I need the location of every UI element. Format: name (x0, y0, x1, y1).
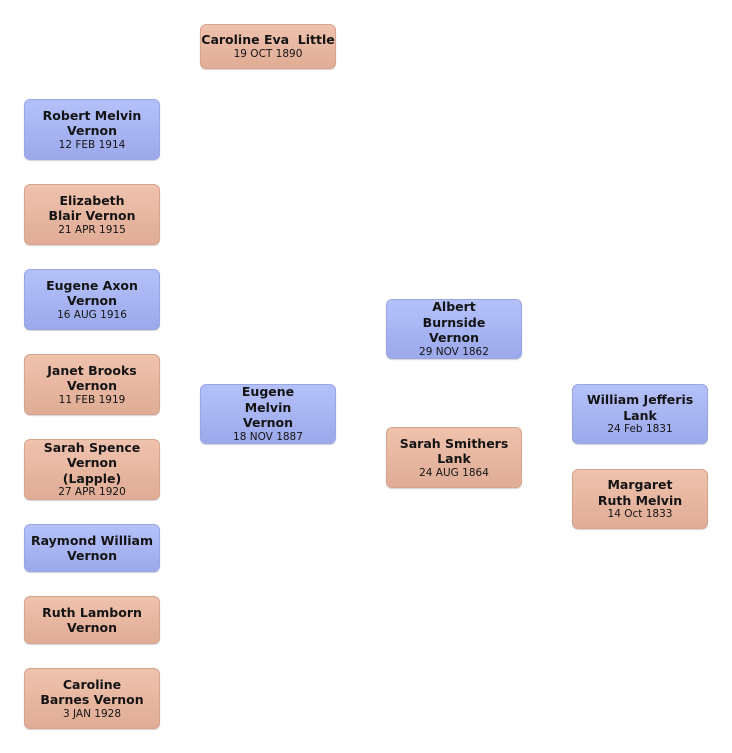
person-name: Ruth Lamborn Vernon (42, 604, 147, 636)
person-name: Margaret Ruth Melvin (597, 477, 683, 508)
person-card-sarah-lank[interactable]: Sarah Smithers Lank 24 AUG 1864 (386, 427, 522, 488)
person-card-ruth-vernon[interactable]: Ruth Lamborn Vernon (24, 596, 160, 644)
person-card-albert-vernon[interactable]: Albert Burnside Vernon 29 NOV 1862 (386, 299, 522, 359)
person-name: William Jefferis Lank (586, 392, 698, 423)
person-date: 21 APR 1915 (58, 223, 126, 236)
person-name: Raymond William Vernon (30, 532, 158, 564)
person-date: 29 NOV 1862 (419, 345, 489, 358)
person-card-elizabeth-vernon[interactable]: Elizabeth Blair Vernon 21 APR 1915 (24, 184, 160, 245)
person-name: Eugene Melvin Vernon (241, 384, 299, 431)
person-name: Caroline Barnes Vernon (40, 676, 144, 708)
person-name: Sarah Smithers Lank (399, 435, 513, 467)
person-date: 16 AUG 1916 (57, 308, 127, 321)
person-date: 11 FEB 1919 (58, 393, 126, 406)
person-card-eugene-melvin-vernon[interactable]: Eugene Melvin Vernon 18 NOV 1887 (200, 384, 336, 444)
person-date: 14 Oct 1833 (607, 508, 673, 520)
person-name: Janet Brooks Vernon (47, 362, 142, 394)
person-card-sarah-vernon[interactable]: Sarah Spence Vernon (Lapple) 27 APR 1920 (24, 439, 160, 500)
person-name: Sarah Spence Vernon (Lapple) (43, 439, 145, 486)
person-card-caroline-little[interactable]: Caroline Eva Little 19 OCT 1890 (200, 24, 336, 69)
person-card-raymond-vernon[interactable]: Raymond William Vernon (24, 524, 160, 572)
person-card-caroline-vernon[interactable]: Caroline Barnes Vernon 3 JAN 1928 (24, 668, 160, 729)
person-date: 12 FEB 1914 (58, 138, 126, 151)
person-date: 24 Feb 1831 (607, 423, 673, 435)
person-card-janet-vernon[interactable]: Janet Brooks Vernon 11 FEB 1919 (24, 354, 160, 415)
person-date: 18 NOV 1887 (233, 430, 303, 443)
person-name: Albert Burnside Vernon (422, 299, 490, 346)
person-date: 27 APR 1920 (58, 486, 126, 499)
person-date: 3 JAN 1928 (62, 707, 122, 720)
person-date: 24 AUG 1864 (419, 466, 489, 479)
person-card-william-lank[interactable]: William Jefferis Lank 24 Feb 1831 (572, 384, 708, 444)
person-name: Robert Melvin Vernon (42, 107, 146, 139)
person-card-eugene-axon-vernon[interactable]: Eugene Axon Vernon 16 AUG 1916 (24, 269, 160, 330)
person-name: Eugene Axon Vernon (46, 277, 143, 309)
person-name: Elizabeth Blair Vernon (48, 192, 136, 224)
person-name: Caroline Eva Little (201, 32, 335, 48)
person-card-margaret-melvin[interactable]: Margaret Ruth Melvin 14 Oct 1833 (572, 469, 708, 529)
person-date: 19 OCT 1890 (233, 47, 303, 60)
person-card-robert-vernon[interactable]: Robert Melvin Vernon 12 FEB 1914 (24, 99, 160, 160)
